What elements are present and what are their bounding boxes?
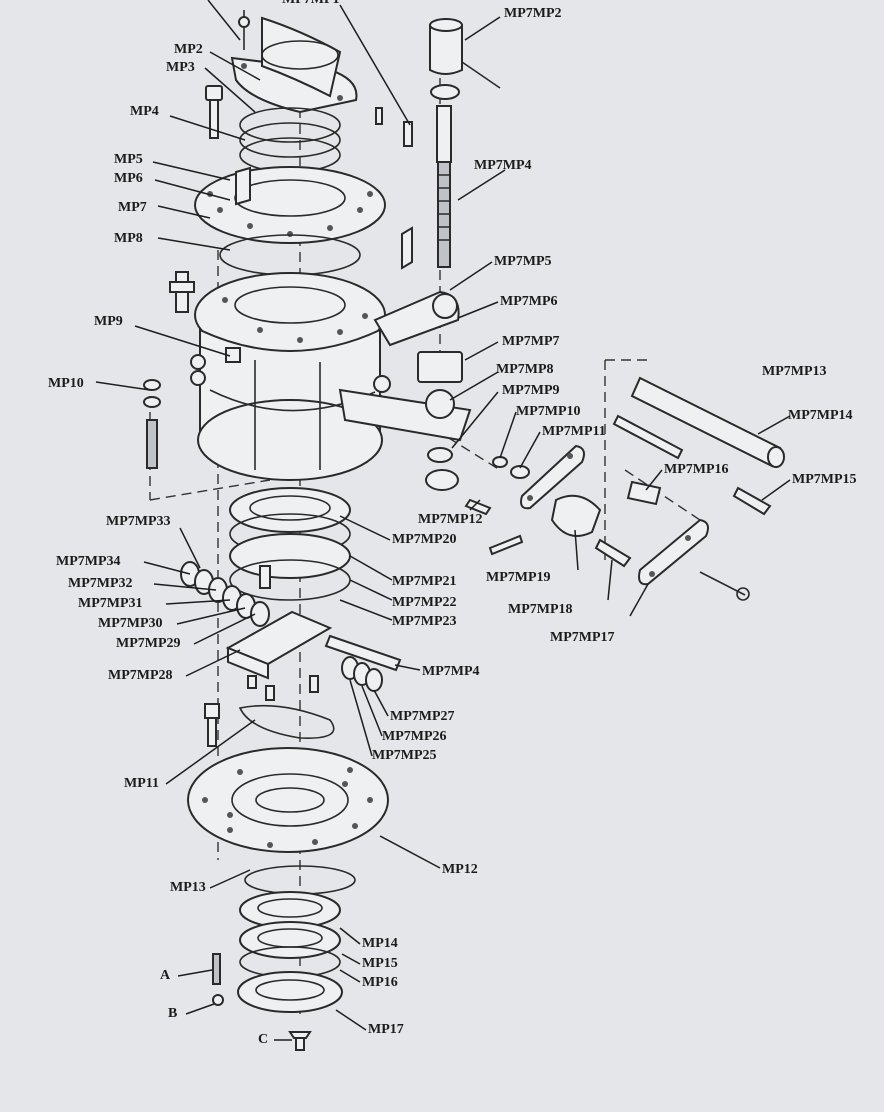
label-mp7mp15: MP7MP15: [792, 472, 857, 487]
label-mp7mp4: MP7MP4: [474, 158, 532, 173]
label-mp7mp27: MP7MP27: [390, 709, 455, 724]
label-mp7mp31: MP7MP31: [78, 596, 143, 611]
bottom-flange-plate: [187, 747, 389, 853]
label-mp12: MP12: [442, 862, 478, 877]
label-mp14: MP14: [362, 936, 398, 951]
label-mp2: MP2: [174, 42, 203, 57]
label-mp7mp16: MP7MP16: [664, 462, 729, 477]
label-mp7mp23: MP7MP23: [392, 614, 457, 629]
cap-screw: [205, 85, 223, 139]
label-mp7mp14: MP7MP14: [788, 408, 853, 423]
label-c: C: [258, 1032, 269, 1047]
label-mp7mp34: MP7MP34: [56, 554, 121, 569]
label-mp7mp18: MP7MP18: [508, 602, 573, 617]
label-mp7: MP7: [118, 200, 147, 215]
label-mp7mp12: MP7MP12: [418, 512, 483, 527]
label-mp10: MP10: [48, 376, 84, 391]
upper-flange-plate: [194, 166, 386, 244]
stud-and-nuts: [143, 271, 206, 469]
fasteners-abc: [212, 953, 312, 1051]
label-b: B: [168, 1006, 178, 1021]
stem-assembly-upper: [375, 18, 501, 270]
label-mp5: MP5: [114, 152, 143, 167]
label-mp7mp21: MP7MP21: [392, 574, 457, 589]
label-mp8: MP8: [114, 231, 143, 246]
top-cover-plate: [230, 10, 358, 114]
label-mp7mp25: MP7MP25: [372, 748, 437, 763]
label-mp7mp19: MP7MP19: [486, 570, 551, 585]
label-mp7mp29: MP7MP29: [116, 636, 181, 651]
label-mp15: MP15: [362, 956, 398, 971]
lower-gasket-stack: [229, 487, 351, 601]
label-mp17: MP17: [368, 1022, 404, 1037]
label-mp7mp32: MP7MP32: [68, 576, 133, 591]
label-mp7mp26: MP7MP26: [382, 729, 447, 744]
label-mp6: MP6: [114, 171, 143, 186]
leader-lines: [95, 0, 791, 1041]
label-mp11: MP11: [124, 776, 159, 791]
actuator-lever: [373, 290, 463, 491]
label-mp7mp2: MP7MP2: [504, 6, 562, 21]
label-mp16: MP16: [362, 975, 398, 990]
label-mp13: MP13: [170, 880, 206, 895]
gasket-mp11: [204, 703, 335, 747]
linkage-assembly-right: [464, 376, 785, 601]
label-mp9: MP9: [94, 314, 123, 329]
bottom-gasket-stack: [237, 865, 356, 1013]
label-mp7mp1: MP7MP1: [282, 0, 340, 8]
label-mp7mp17: MP7MP17: [550, 630, 615, 645]
o-ring-stack-upper: [239, 107, 341, 173]
label-mp7mp30: MP7MP30: [98, 616, 163, 631]
label-mp4: MP4: [130, 104, 159, 119]
label-mp7mp9: MP7MP9: [502, 383, 560, 398]
label-mp7mp7: MP7MP7: [502, 334, 560, 349]
lower-shaft-block: [225, 610, 402, 701]
label-mp3: MP3: [166, 60, 195, 75]
label-mp7mp20: MP7MP20: [392, 532, 457, 547]
label-mp7mp8: MP7MP8: [496, 362, 554, 377]
label-mp7mp10: MP7MP10: [516, 404, 581, 419]
label-mp7mp13: MP7MP13: [762, 364, 827, 379]
label-mp7mp11: MP7MP11: [542, 424, 606, 439]
label-mp7mp28: MP7MP28: [108, 668, 173, 683]
label-mp7mp22: MP7MP22: [392, 595, 457, 610]
label-a: A: [160, 968, 171, 983]
label-mp7mp33: MP7MP33: [106, 514, 171, 529]
label-mp7mp5: MP7MP5: [494, 254, 552, 269]
label-mp7mp6: MP7MP6: [500, 294, 558, 309]
label-mp7mp4-lower: MP7MP4: [422, 664, 480, 679]
main-valve-body: [194, 272, 472, 481]
